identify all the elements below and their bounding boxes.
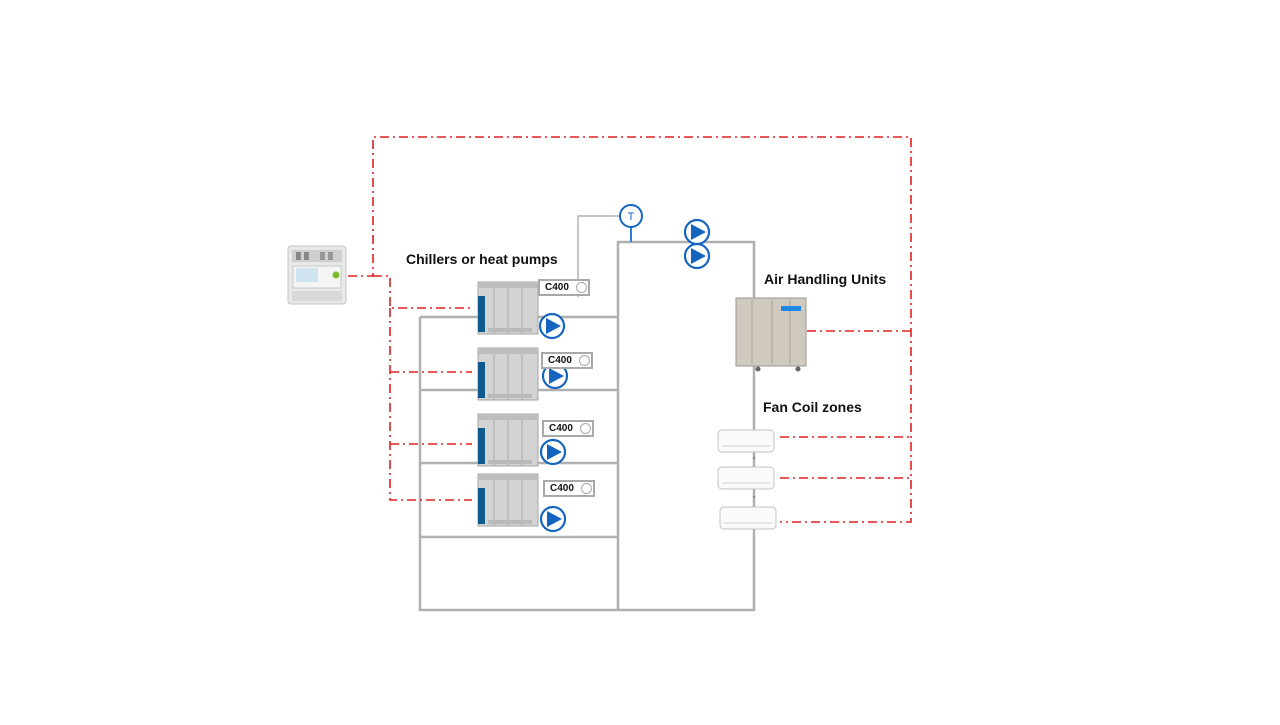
controller-device: [287, 245, 347, 305]
c400-tag: C400: [541, 352, 593, 369]
chiller-unit: [477, 413, 539, 467]
ahu-label: Air Handling Units: [764, 271, 887, 287]
c400-tag-text: C400: [549, 423, 573, 434]
c400-tag: C400: [542, 420, 594, 437]
c400-tag-text: C400: [548, 355, 572, 366]
tag-knob-icon: [580, 423, 591, 434]
water-pipes: [418, 215, 756, 612]
pump-icon: [538, 312, 566, 340]
pump-icon: [683, 218, 711, 246]
pump-icon: [539, 438, 567, 466]
c400-tag-text: C400: [550, 483, 574, 494]
c400-tag: C400: [543, 480, 595, 497]
tag-knob-icon: [576, 282, 587, 293]
fan-coil-unit: [717, 429, 775, 453]
fan-coil-label: Fan Coil zones: [763, 399, 862, 415]
fan-coil-unit: [717, 466, 775, 490]
pump-icon: [683, 242, 711, 270]
tag-knob-icon: [581, 483, 592, 494]
c400-tag: C400: [538, 279, 590, 296]
chiller-unit: [477, 473, 539, 527]
tag-knob-icon: [579, 355, 590, 366]
chiller-unit: [477, 347, 539, 401]
control-lines: [348, 136, 912, 523]
chiller-unit: [477, 281, 539, 335]
sensor-label: T: [628, 211, 635, 223]
temperature-sensor: T: [619, 204, 643, 228]
pump-icon: [541, 362, 569, 390]
fan-coil-unit: [719, 506, 777, 530]
chillers-label: Chillers or heat pumps: [406, 251, 558, 267]
c400-tag-text: C400: [545, 282, 569, 293]
air-handling-unit: [735, 297, 807, 372]
pump-icon: [539, 505, 567, 533]
